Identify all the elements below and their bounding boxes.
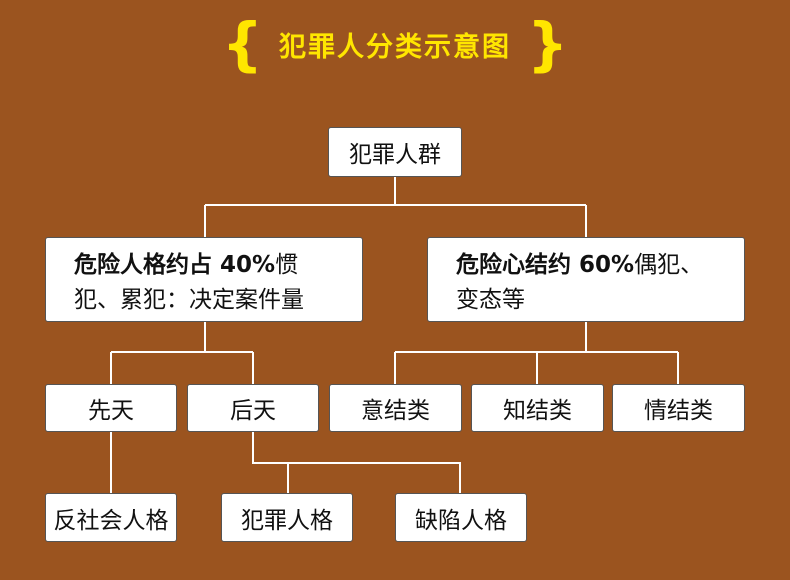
right-branch-bold: 危险心结约 60% bbox=[456, 252, 635, 278]
connector-root-branches bbox=[204, 176, 587, 237]
node-emotion-complex: 情结类 bbox=[612, 384, 745, 432]
diagram-title: { 犯罪人分类示意图 } bbox=[0, 14, 790, 74]
node-innate: 先天 bbox=[45, 384, 177, 432]
left-branch-line2: 犯、累犯：决定案件量 bbox=[74, 287, 304, 313]
left-branch-bold: 危险人格约占 40% bbox=[74, 252, 276, 278]
root-node: 犯罪人群 bbox=[328, 127, 462, 177]
node-will-complex: 意结类 bbox=[329, 384, 462, 432]
connector-acquired-children bbox=[252, 432, 461, 493]
right-branch-line1: 危险心结约 60%偶犯、 bbox=[456, 248, 730, 283]
node-acquired-label: 后天 bbox=[230, 398, 276, 424]
node-criminal-personality: 犯罪人格 bbox=[221, 493, 353, 542]
node-defective-personality-label: 缺陷人格 bbox=[415, 507, 507, 534]
right-branch-node: 危险心结约 60%偶犯、 变态等 bbox=[427, 237, 745, 322]
left-brace: { bbox=[221, 10, 263, 78]
node-criminal-personality-label: 犯罪人格 bbox=[241, 507, 333, 534]
connector-right-children bbox=[394, 322, 679, 384]
node-will-complex-label: 意结类 bbox=[361, 398, 430, 424]
title-text: 犯罪人分类示意图 bbox=[279, 31, 511, 63]
node-antisocial-personality: 反社会人格 bbox=[45, 493, 177, 542]
right-branch-line2: 变态等 bbox=[456, 287, 525, 313]
left-branch-line1: 危险人格约占 40%惯 bbox=[74, 248, 348, 283]
right-brace: } bbox=[527, 10, 569, 78]
root-label: 犯罪人群 bbox=[349, 142, 441, 168]
node-acquired: 后天 bbox=[187, 384, 319, 432]
node-innate-label: 先天 bbox=[88, 398, 134, 424]
left-branch-line1-rest: 惯 bbox=[275, 252, 299, 278]
node-defective-personality: 缺陷人格 bbox=[395, 493, 527, 542]
left-branch-node: 危险人格约占 40%惯 犯、累犯：决定案件量 bbox=[45, 237, 363, 322]
node-knowledge-complex-label: 知结类 bbox=[503, 398, 572, 424]
right-branch-line1-rest: 偶犯、 bbox=[634, 252, 704, 278]
node-emotion-complex-label: 情结类 bbox=[644, 398, 713, 424]
node-knowledge-complex: 知结类 bbox=[471, 384, 604, 432]
node-antisocial-personality-label: 反社会人格 bbox=[53, 507, 169, 534]
connector-left-children bbox=[110, 322, 254, 384]
